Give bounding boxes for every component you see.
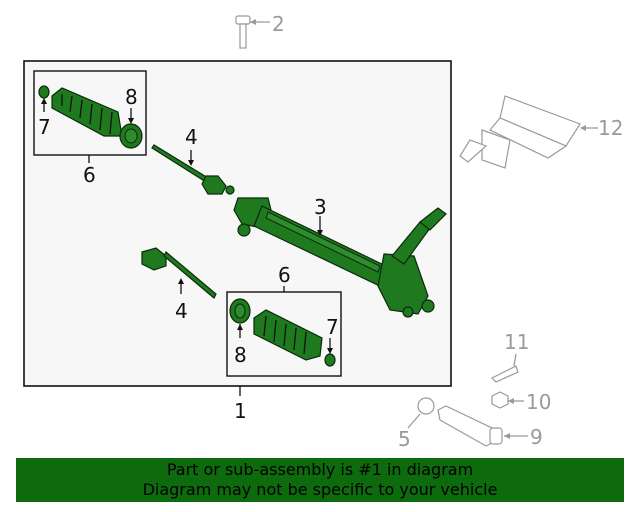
callout-7-right: 7	[326, 315, 339, 339]
clamp-part-7-right[interactable]	[324, 338, 336, 367]
part-11[interactable]	[490, 353, 519, 383]
tie-rod-part-4-upper[interactable]	[151, 144, 235, 195]
steering-boot-right[interactable]	[253, 309, 323, 361]
bolt-part-2[interactable]	[235, 15, 270, 49]
clamp-part-8-left[interactable]	[119, 108, 143, 149]
info-banner: Part or sub-assembly is #1 in diagram Di…	[16, 458, 624, 502]
callout-8-right: 8	[234, 343, 247, 367]
steering-boot-left[interactable]	[51, 87, 123, 137]
callout-10: 10	[526, 390, 551, 414]
callout-7-left: 7	[38, 115, 51, 139]
steering-rack-part-3[interactable]	[233, 197, 447, 318]
tie-rod-end-part-9[interactable]	[437, 405, 528, 447]
callout-8-left: 8	[125, 85, 138, 109]
bracket-part-12[interactable]	[459, 95, 598, 169]
nut-part-10[interactable]	[491, 391, 524, 409]
callout-2: 2	[272, 12, 285, 36]
callout-3: 3	[314, 195, 327, 219]
tie-rod-part-4-lower[interactable]	[141, 247, 217, 299]
callout-11: 11	[504, 330, 529, 354]
callout-6-right: 6	[278, 263, 291, 287]
boot-kit-box-left	[33, 70, 147, 156]
callout-6-left: 6	[83, 163, 96, 187]
callout-5: 5	[398, 427, 411, 451]
callout-4-upper: 4	[185, 125, 198, 149]
callout-9: 9	[530, 425, 543, 449]
part-5[interactable]	[407, 397, 435, 429]
banner-line-1: Part or sub-assembly is #1 in diagram	[166, 460, 474, 479]
callout-4-lower: 4	[175, 299, 188, 323]
callout-12: 12	[598, 116, 623, 140]
clamp-part-8-right[interactable]	[229, 298, 251, 338]
banner-line-2: Diagram may not be specific to your vehi…	[142, 480, 498, 499]
callout-1: 1	[234, 399, 247, 423]
clamp-part-7-left[interactable]	[38, 85, 50, 112]
